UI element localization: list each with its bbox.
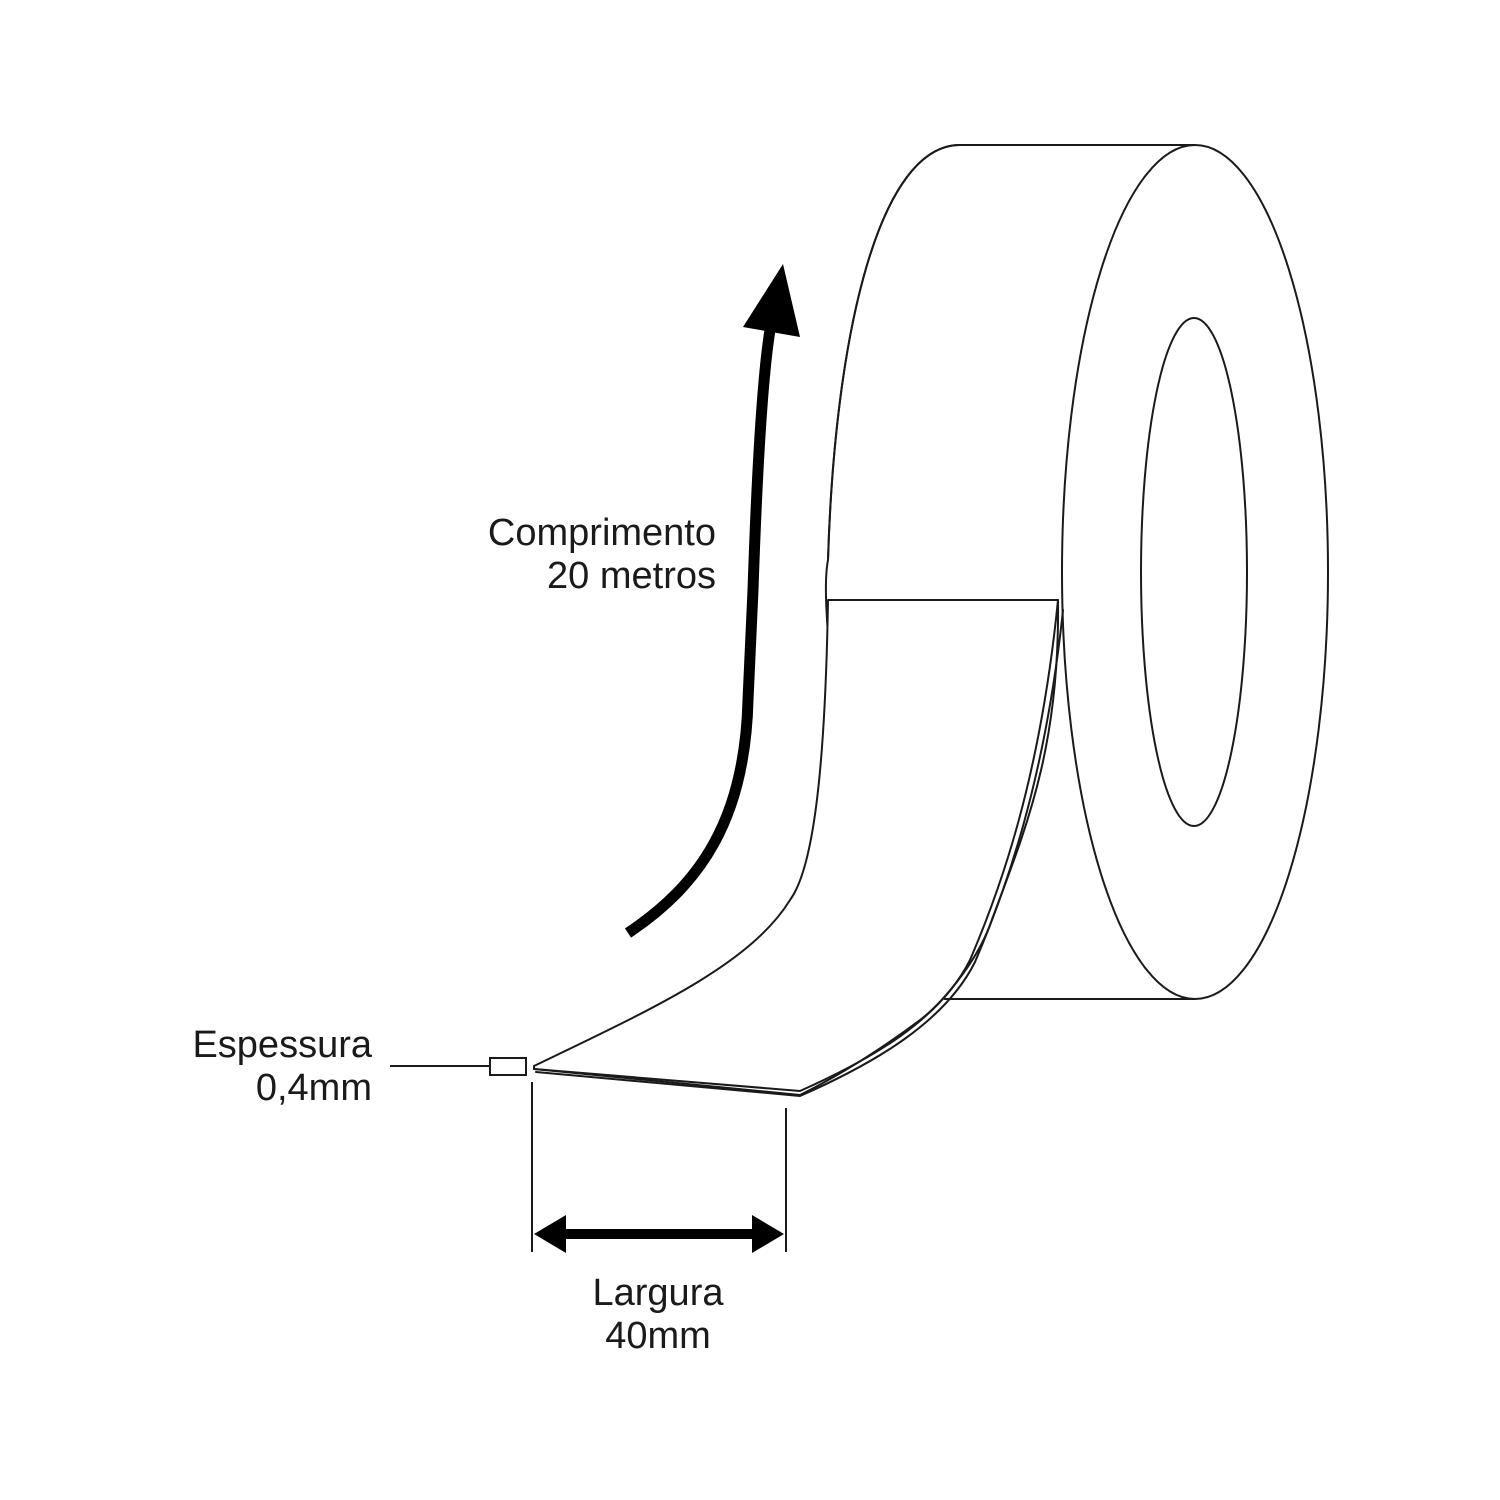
length-label-title: Comprimento xyxy=(487,512,716,554)
width-arrow-head-right xyxy=(752,1215,784,1253)
width-label-title: Largura xyxy=(592,1272,724,1314)
tape-strip xyxy=(533,599,1060,1096)
length-label-value: 20 metros xyxy=(547,555,716,597)
thickness-bracket xyxy=(489,1057,527,1076)
thickness-label: Espessura 0,4mm xyxy=(120,1024,372,1110)
thickness-indicator xyxy=(390,1057,527,1076)
width-label-value: 40mm xyxy=(605,1315,711,1357)
roll-core-hole xyxy=(1140,317,1248,827)
length-arrow xyxy=(624,264,800,938)
width-arrow-head-left xyxy=(534,1215,566,1253)
thickness-label-title: Espessura xyxy=(192,1024,372,1066)
length-arrow-head xyxy=(743,264,800,337)
length-label: Comprimento 20 metros xyxy=(400,512,716,598)
width-dimension xyxy=(531,1082,787,1253)
tape-thickness-edge xyxy=(533,599,1059,1092)
tape-thickness-edge-2 xyxy=(535,609,1064,1097)
length-arrow-shaft xyxy=(624,329,776,938)
thickness-label-value: 0,4mm xyxy=(255,1067,372,1109)
width-label: Largura 40mm xyxy=(560,1272,756,1358)
roll-left-silhouette xyxy=(827,144,961,561)
